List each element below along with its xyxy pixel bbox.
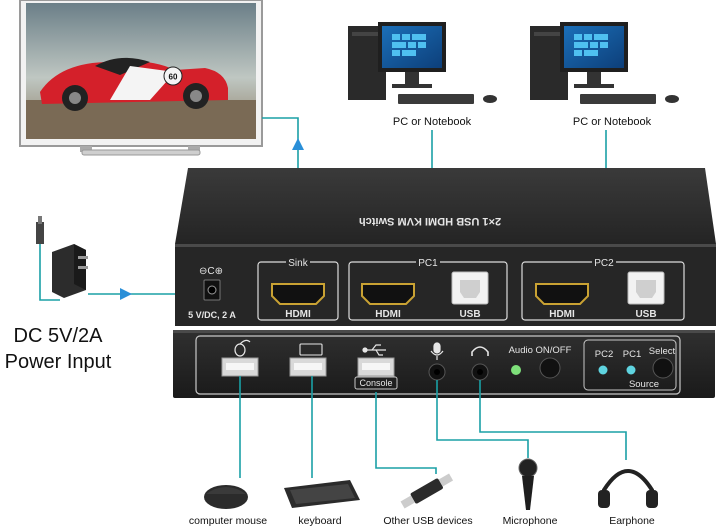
earphone-device [598,469,658,508]
dc-jack: ⊖C⊕ 5 V/DC, 2 A [188,266,236,320]
pc1-title: PC1 [418,258,438,269]
sink-hdmi-port [271,283,325,305]
car-number: 60 [169,73,178,82]
headphone-icon [471,346,489,356]
peripheral-label-mouse: computer mouse [189,515,267,527]
sink-title: Sink [288,258,308,269]
pc1-led [626,365,636,375]
dc-rating-label: 5 V/DC, 2 A [188,310,236,320]
pc2-usb-label: USB [635,309,656,320]
power-input-line2: Power Input [5,351,112,373]
source-label: Source [629,379,659,390]
microphone-icon [430,342,444,360]
usb-stick-device [400,473,454,509]
mouse-device [204,485,248,509]
usb-symbol-icon [362,344,386,356]
power-adapter [36,216,88,298]
pc2-group: PC2 HDMI USB [521,258,685,321]
earphone-jack [471,346,489,381]
pc2-led-label: PC2 [595,349,613,360]
sink-hdmi-label: HDMI [285,309,311,320]
select-label: Select [649,346,676,357]
red-car-image: 60 [40,57,228,111]
tv-display: 60 [19,0,263,156]
dc-polarity-symbol: ⊖C⊕ [199,266,223,277]
kvm-front-unit: Console Audio ON/OFF PC2 PC1 Select Sour… [173,330,715,398]
pc1-led-label: PC1 [623,349,641,360]
usb-port-console: Console [354,344,398,390]
pc1-usb-label: USB [459,309,480,320]
microphone-device [518,458,538,510]
pc2-hdmi-port [535,283,589,305]
audio-onoff-button[interactable] [539,357,561,379]
peripheral-label-earphone: Earphone [609,515,655,527]
audio-led [511,365,521,375]
pc-1 [348,22,497,104]
pc2-hdmi-label: HDMI [549,309,575,320]
keyboard-icon [299,343,323,356]
power-input-line1: DC 5V/2A [14,325,104,347]
usb-port-keyboard [289,343,327,377]
usb-port-mouse [221,339,259,377]
pc1-hdmi-label: HDMI [375,309,401,320]
peripheral-label-keyboard: keyboard [298,515,341,527]
pc1-hdmi-port [361,283,415,305]
pc-1-label: PC or Notebook [393,116,472,128]
mouse-icon [234,339,251,357]
pc-2-label: PC or Notebook [573,116,652,128]
pc2-led [598,365,608,375]
device-title: 2×1 USB HDMI KVM Switch [359,215,501,227]
console-label: Console [359,378,392,388]
keyboard-device [284,480,360,508]
kvm-rear-unit: 2×1 USB HDMI KVM Switch ⊖C⊕ 5 V/DC, 2 A … [175,168,716,326]
pc2-title: PC2 [594,258,614,269]
source-select-button[interactable] [652,357,674,379]
microphone-jack [428,342,446,381]
peripheral-label-microphone: Microphone [503,515,558,527]
pc1-group: PC1 HDMI USB [348,258,508,321]
peripheral-label-usb-devices: Other USB devices [383,515,472,527]
audio-onoff-label: Audio ON/OFF [509,345,572,356]
sink-group: Sink HDMI [257,258,339,321]
peripheral-cables [239,376,627,478]
pc-2 [530,22,679,104]
